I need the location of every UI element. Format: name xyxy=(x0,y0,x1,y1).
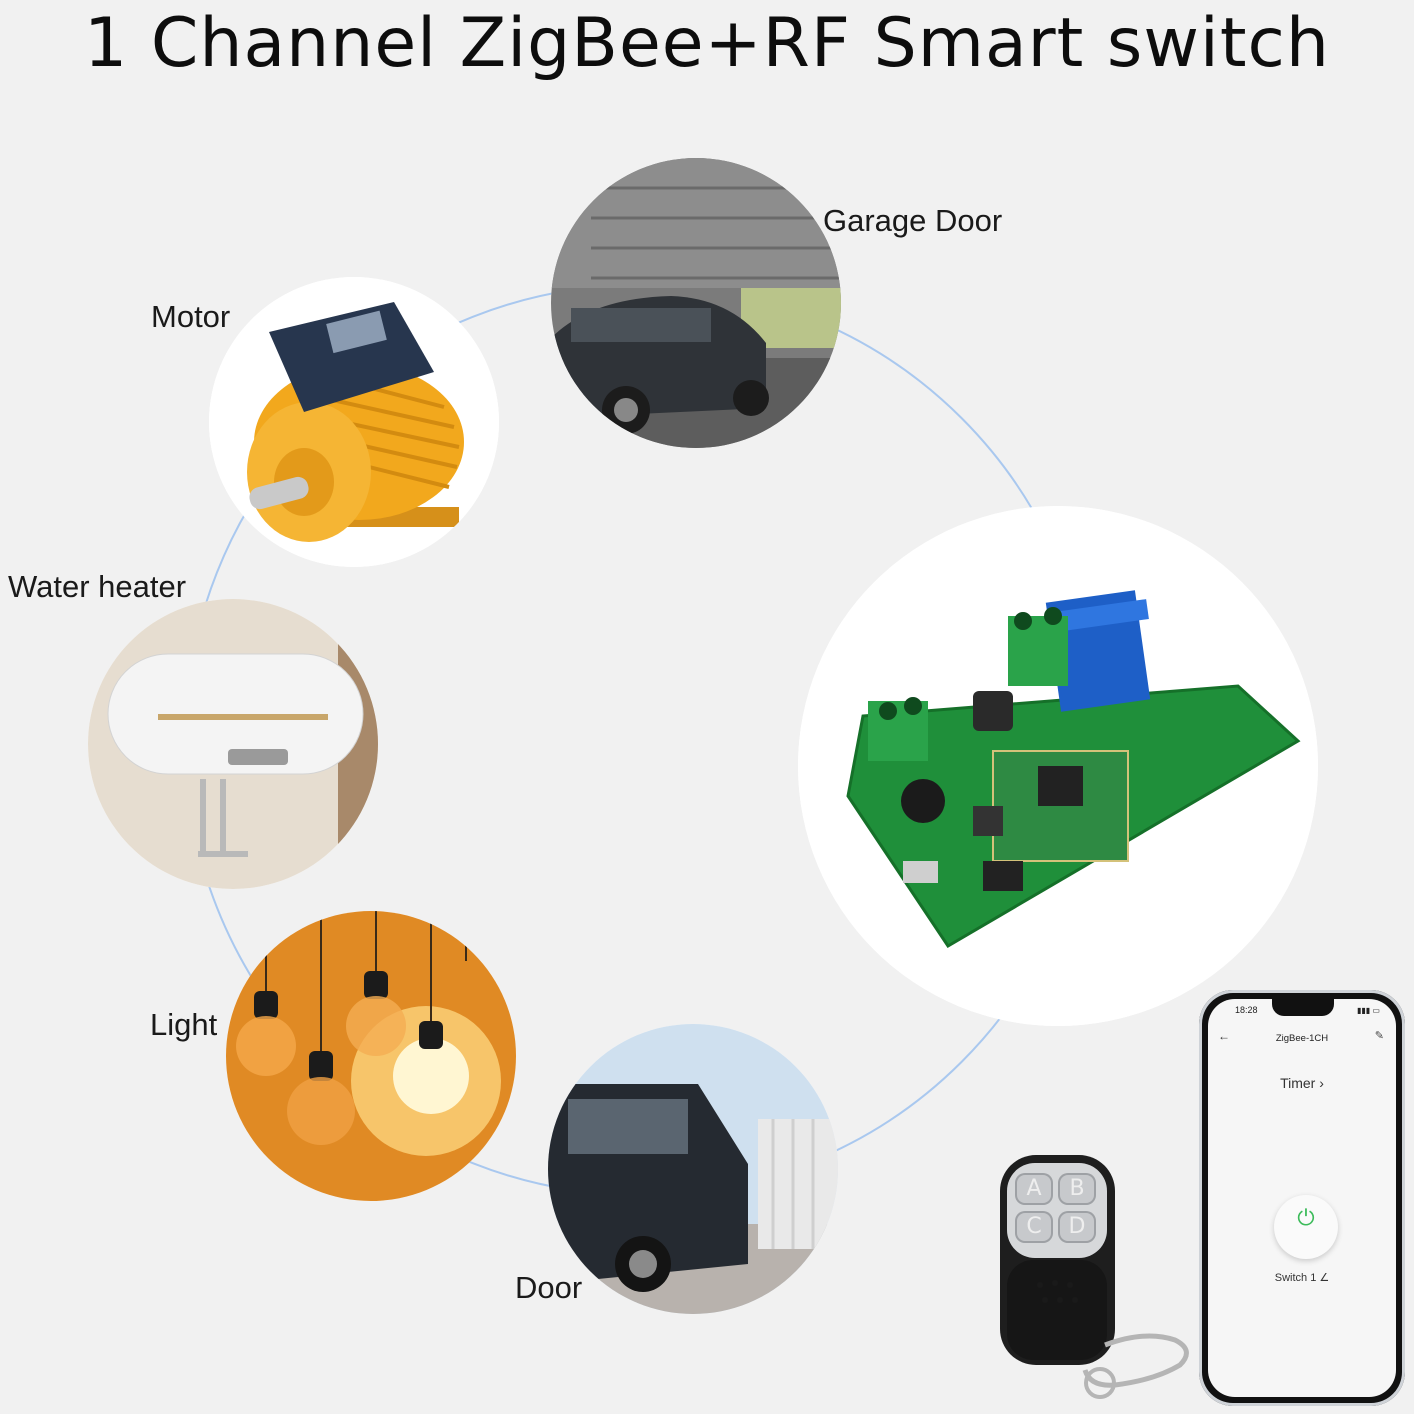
remote-button-b[interactable]: B xyxy=(1058,1173,1096,1205)
power-toggle-button[interactable]: ⏻ xyxy=(1274,1195,1338,1259)
garage-door-label: Garage Door xyxy=(823,203,1003,238)
edit-small-icon: ∠ xyxy=(1316,1272,1330,1284)
water-heater-image xyxy=(88,599,378,889)
power-icon: ⏻ xyxy=(1297,1205,1315,1230)
motor-image xyxy=(209,277,499,567)
motor-label: Motor xyxy=(151,299,231,334)
light-label: Light xyxy=(150,1007,218,1042)
edit-pencil-icon[interactable]: ✎ xyxy=(1374,1030,1384,1042)
remote-button-c[interactable]: C xyxy=(1015,1211,1053,1243)
smartphone: 18:28 ▮▮▮ ▭ ← ZigBee-1CH ✎ Timer › ⏻ Swi… xyxy=(1199,990,1405,1406)
light-image xyxy=(226,911,516,1201)
back-arrow-icon[interactable]: ← xyxy=(1218,1029,1230,1043)
device-name: ZigBee-1CH xyxy=(1275,1033,1329,1044)
timer-label: Timer xyxy=(1280,1075,1316,1091)
remote-button-a[interactable]: A xyxy=(1015,1173,1053,1205)
water-heater-label: Water heater xyxy=(8,569,187,604)
door-image xyxy=(548,1024,838,1314)
status-time: 18:28 xyxy=(1235,1005,1258,1015)
switch-name[interactable]: Switch 1 ∠ xyxy=(1208,1271,1396,1284)
door-label: Door xyxy=(515,1270,583,1305)
remote-button-d[interactable]: D xyxy=(1058,1211,1096,1243)
phone-screen: 18:28 ▮▮▮ ▭ ← ZigBee-1CH ✎ Timer › ⏻ Swi… xyxy=(1208,999,1396,1397)
rf-remote: A B C D xyxy=(995,1155,1205,1400)
garage-door-image xyxy=(551,158,841,448)
switch-label: Switch 1 xyxy=(1274,1272,1317,1284)
zigbee-switch-board-image xyxy=(798,506,1318,1026)
phone-notch xyxy=(1272,999,1334,1016)
signal-battery-icon: ▮▮▮ ▭ xyxy=(1357,1006,1380,1015)
chevron-right-icon: › xyxy=(1315,1075,1324,1091)
timer-link[interactable]: Timer › xyxy=(1208,1075,1396,1091)
page-title: 1 Channel ZigBee+RF Smart switch xyxy=(84,4,1330,83)
